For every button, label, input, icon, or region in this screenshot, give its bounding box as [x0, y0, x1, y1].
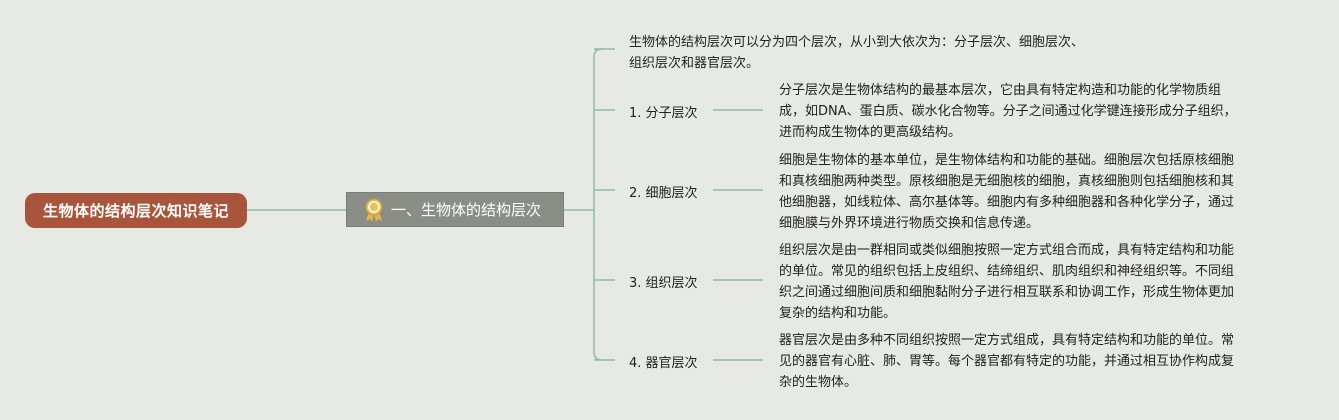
- level-1-detail-line: 分子层次是生物体结构的最基本层次，它由具有特定构造和功能的化学物质组: [779, 83, 1222, 98]
- level-3-detail-line: 复杂的结构和功能。: [779, 306, 897, 321]
- intro-note: 生物体的结构层次可以分为四个层次，从小到大依次为：分子层次、细胞层次、 组织层次…: [629, 32, 1084, 74]
- level-2-detail-line: 他细胞器，如线粒体、高尔基体等。细胞内有多种细胞器和各种化学分子，通过: [779, 195, 1235, 210]
- level-3-detail-line: 织之间通过细胞间质和细胞黏附分子进行相互联系和协调工作，形成生物体更加: [779, 285, 1235, 300]
- award-ribbon-icon: [365, 198, 383, 222]
- level-3-detail-line: 的单位。常见的组织包括上皮组织、结缔组织、肌肉组织和神经组织等。不同组: [779, 264, 1235, 279]
- level-3-label[interactable]: 3. 组织层次: [629, 276, 698, 291]
- level-1-label[interactable]: 1. 分子层次: [629, 106, 698, 121]
- level-1-detail-line: 进而构成生物体的更高级结构。: [779, 125, 962, 140]
- level-2-label[interactable]: 2. 细胞层次: [629, 186, 698, 201]
- level-2-detail-line: 和真核细胞两种类型。原核细胞是无细胞核的细胞，真核细胞则包括细胞核和其: [779, 174, 1235, 189]
- level-2-detail: 细胞是生物体的基本单位，是生物体结构和功能的基础。细胞层次包括原核细胞 和真核细…: [779, 150, 1234, 234]
- root-title: 生物体的结构层次知识笔记: [42, 202, 229, 220]
- spine-connector: [593, 48, 603, 361]
- branch-title: 一、生物体的结构层次: [391, 201, 542, 219]
- level-4-detail-line: 器官层次是由多种不同组织按照一定方式组成，具有特定结构和功能的单位。常: [779, 333, 1235, 348]
- level-4-detail-line: 杂的生物体。: [779, 375, 858, 390]
- intro-line: 生物体的结构层次可以分为四个层次，从小到大依次为：分子层次、细胞层次、: [629, 35, 1085, 50]
- branch-node[interactable]: 一、生物体的结构层次: [346, 192, 564, 227]
- level-3-detail-line: 组织层次是由一群相同或类似细胞按照一定方式组合而成，具有特定结构和功能: [779, 243, 1235, 258]
- level-3-detail: 组织层次是由一群相同或类似细胞按照一定方式组合而成，具有特定结构和功能 的单位。…: [779, 240, 1234, 324]
- intro-line: 组织层次和器官层次。: [629, 56, 760, 71]
- level-1-detail-line: 成，如DNA、蛋白质、碳水化合物等。分子之间通过化学键连接形成分子组织，: [779, 104, 1237, 119]
- root-node[interactable]: 生物体的结构层次知识笔记: [25, 193, 247, 228]
- level-4-detail-line: 见的器官有心脏、肺、胃等。每个器官都有特定的功能，并通过相互协作构成复: [779, 354, 1235, 369]
- level-2-detail-line: 细胞膜与外界环境进行物质交换和信息传递。: [779, 216, 1040, 231]
- level-4-detail: 器官层次是由多种不同组织按照一定方式组成，具有特定结构和功能的单位。常 见的器官…: [779, 330, 1234, 393]
- level-2-detail-line: 细胞是生物体的基本单位，是生物体结构和功能的基础。细胞层次包括原核细胞: [779, 153, 1235, 168]
- level-1-detail: 分子层次是生物体结构的最基本层次，它由具有特定构造和功能的化学物质组 成，如DN…: [779, 80, 1237, 143]
- level-4-label[interactable]: 4. 器官层次: [629, 356, 698, 371]
